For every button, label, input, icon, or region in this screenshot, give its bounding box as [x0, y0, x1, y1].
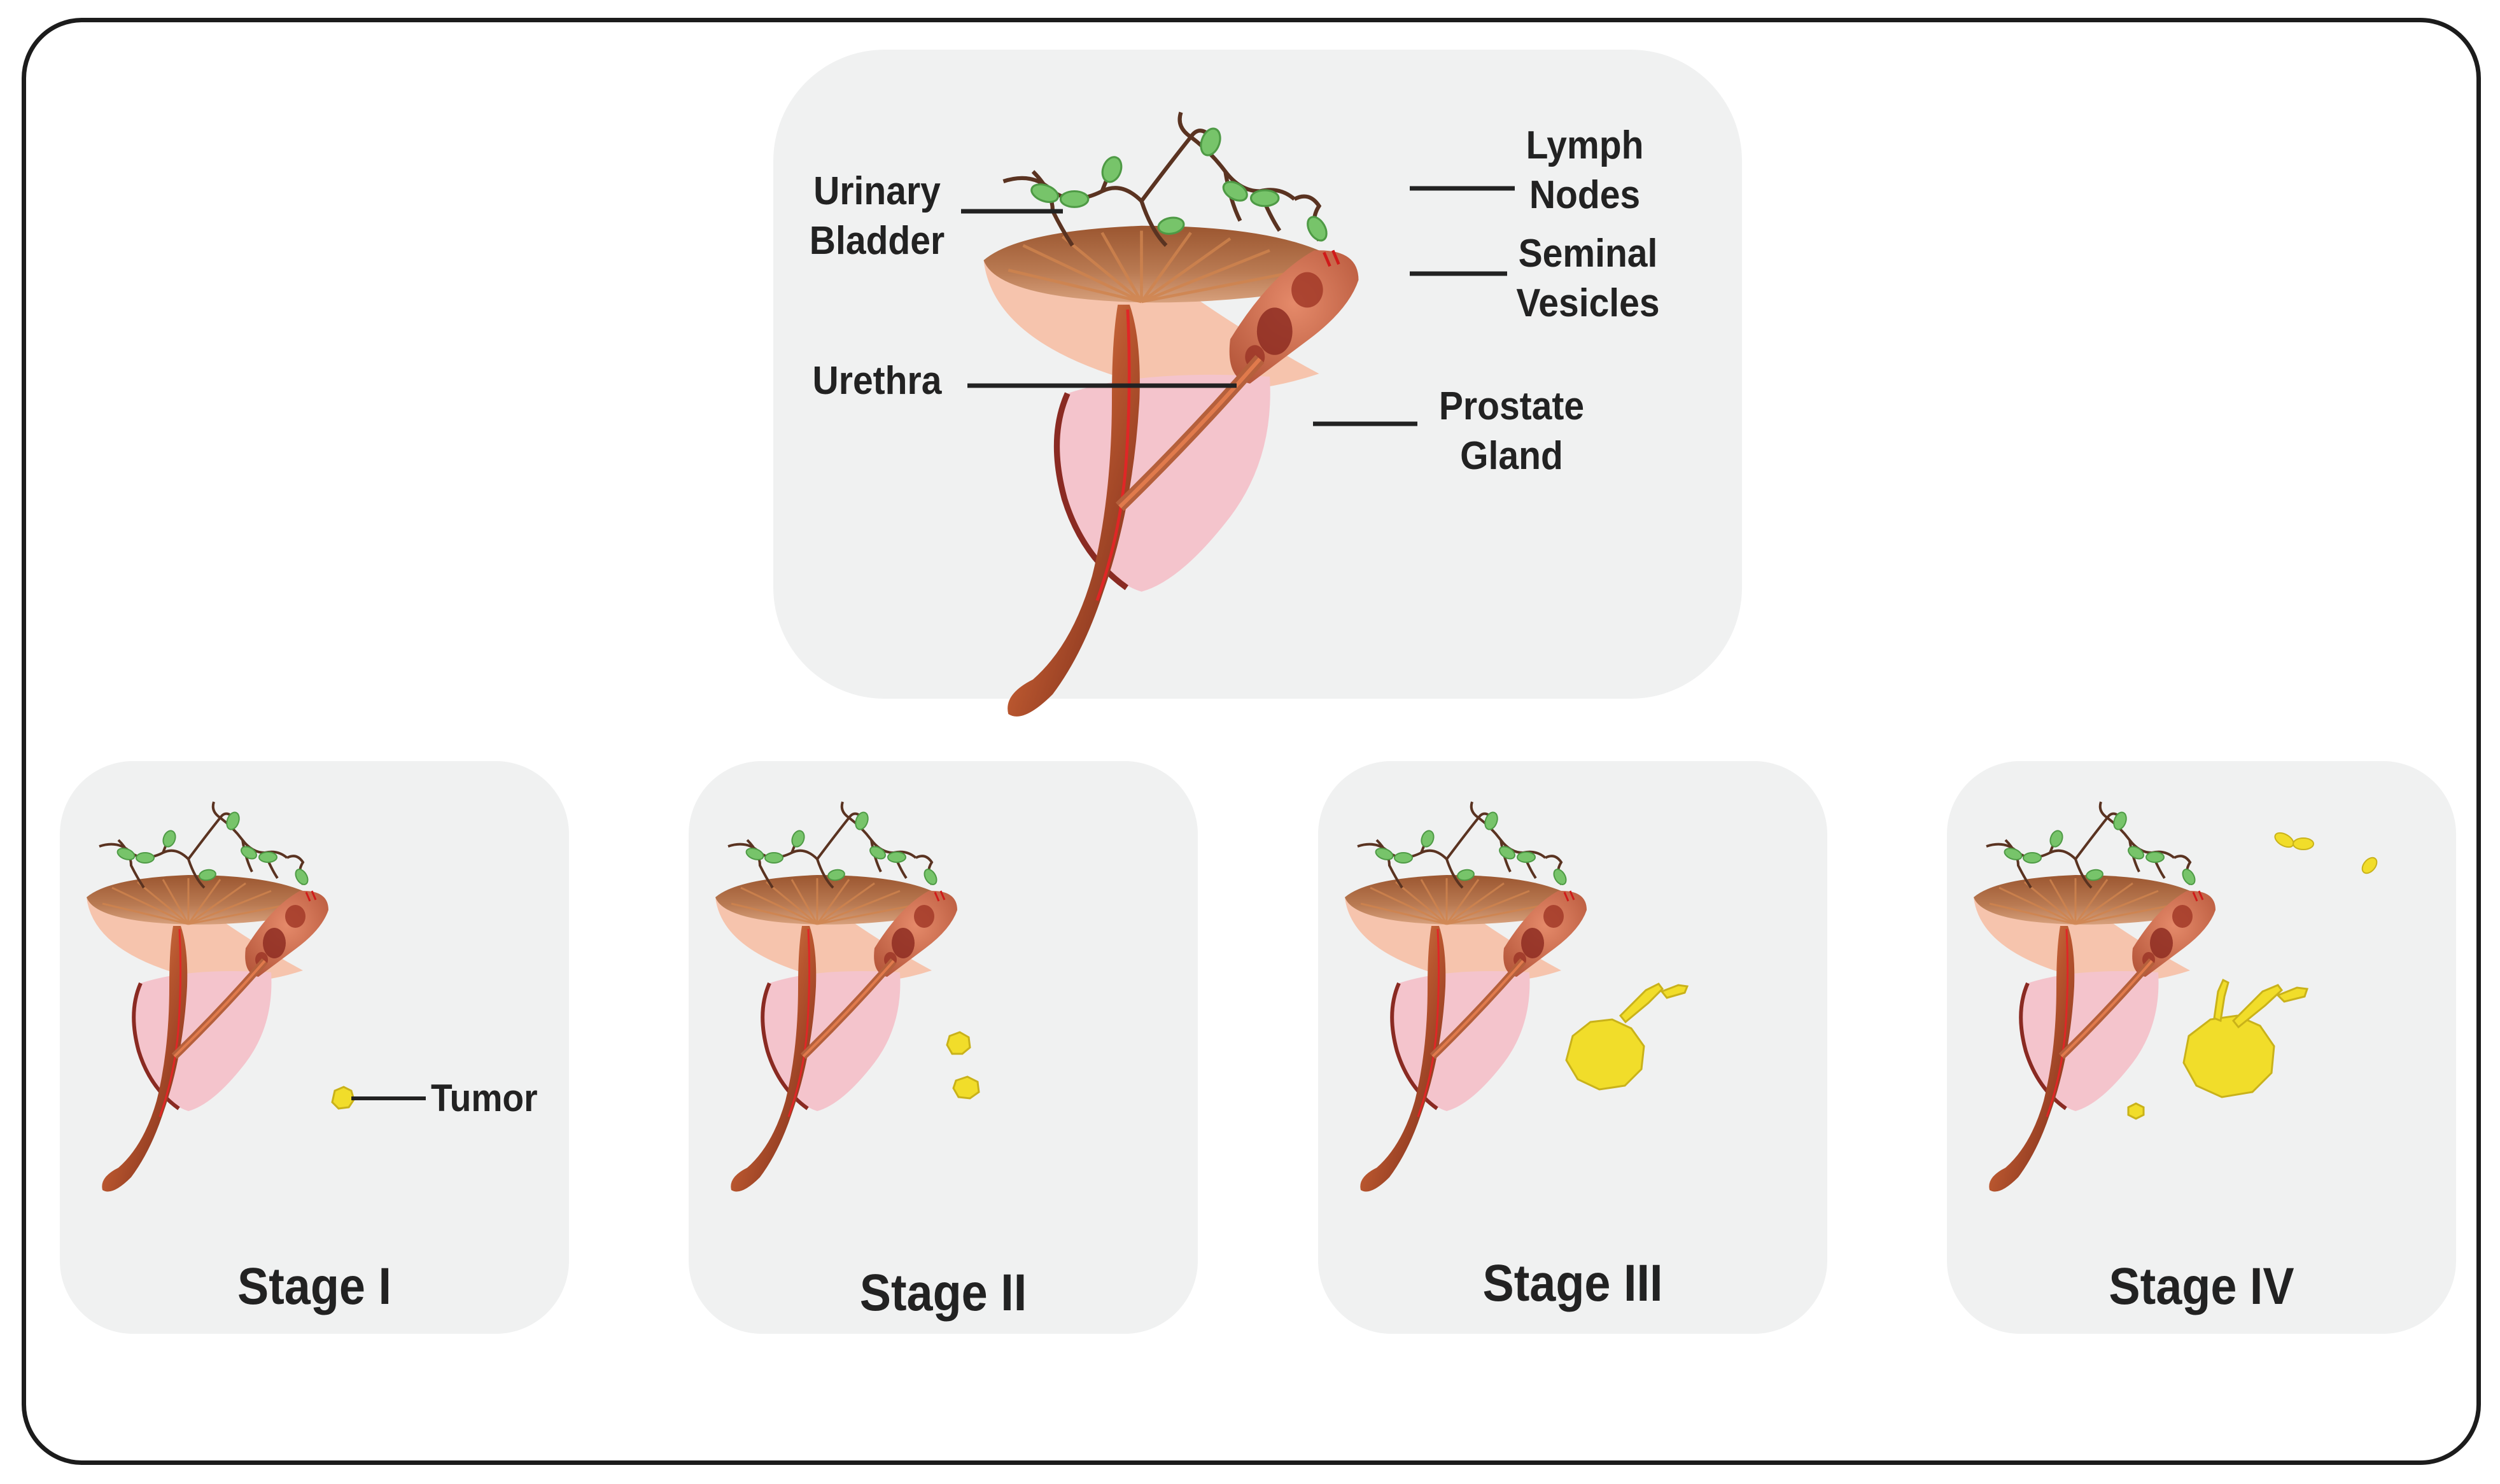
- stage-2-panel: Stage II: [689, 761, 1198, 1334]
- tumor: [946, 1031, 980, 1100]
- stage-4-illustration: [1947, 761, 2378, 1334]
- stage-1-label: Stage I: [237, 1257, 391, 1315]
- tumor-label: Tumor: [431, 1077, 538, 1119]
- stage-4-label: Stage IV: [2109, 1257, 2294, 1315]
- stage-4-panel: Stage IV: [1947, 761, 2456, 1334]
- anatomy-drawing: [984, 113, 1359, 717]
- stage-3-label: Stage III: [1482, 1254, 1663, 1312]
- tumor: [1565, 983, 1689, 1091]
- metastatic-lymph-nodes: [2274, 832, 2378, 874]
- prostate-gland-label: Prostate Gland: [1438, 384, 1585, 478]
- lymph-nodes-label: Lymph Nodes: [1526, 123, 1644, 217]
- anatomy-illustration: [961, 50, 1515, 699]
- tumor: [2127, 978, 2309, 1120]
- anatomy-panel: Urinary Bladder Lymph Nodes Seminal Vesi…: [773, 50, 1742, 699]
- seminal-vesicles-label: Seminal Vesicles: [1516, 232, 1660, 325]
- urinary-bladder-label: Urinary Bladder: [809, 169, 945, 263]
- stage-3-illustration: [1318, 761, 1689, 1334]
- stage-2-illustration: [689, 761, 980, 1334]
- stage-1-illustration: [60, 761, 426, 1334]
- stage-2-label: Stage II: [859, 1264, 1027, 1322]
- stage-3-panel: Stage III: [1318, 761, 1827, 1334]
- tumor: [331, 1086, 355, 1110]
- stage-1-panel: Tumor Stage I: [60, 761, 569, 1334]
- urethra-label: Urethra: [812, 359, 942, 403]
